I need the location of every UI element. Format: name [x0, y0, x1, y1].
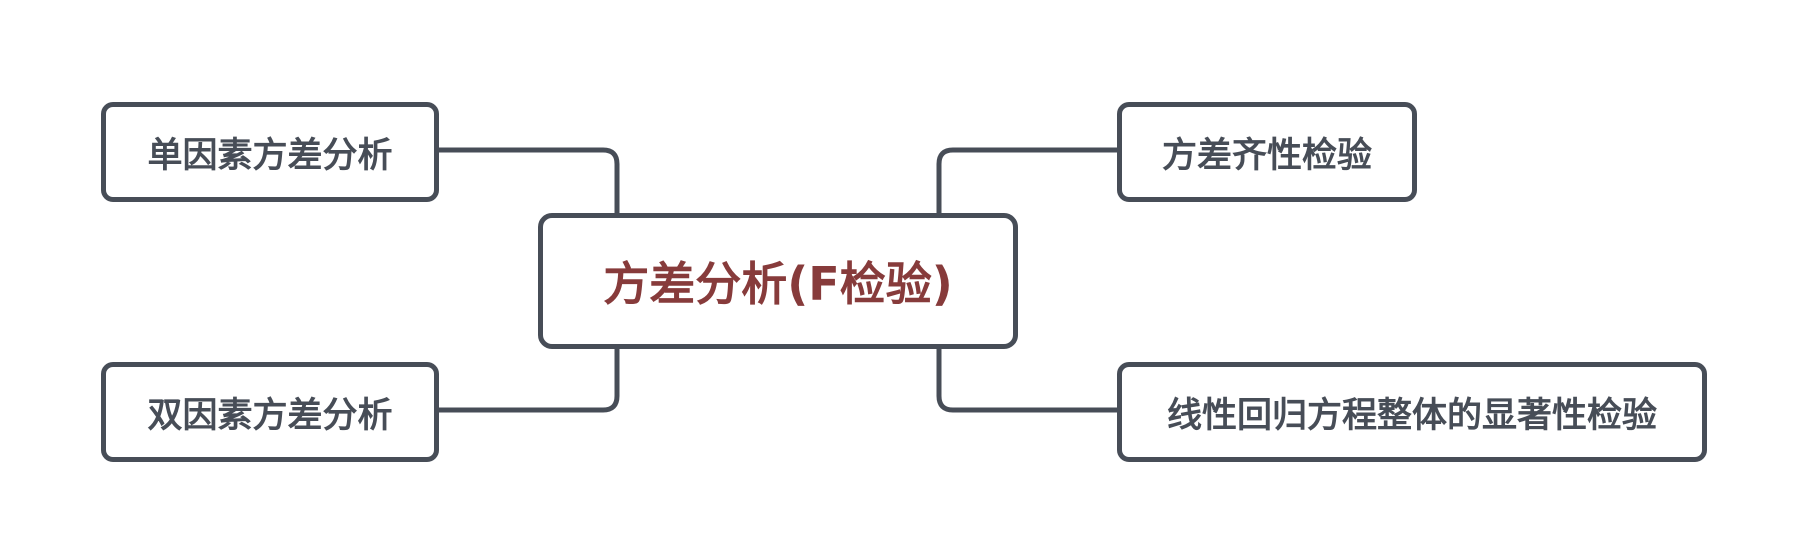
- connector-root-to-regression: [936, 346, 1123, 413]
- connector-root-to-homogeneity: [936, 147, 1123, 218]
- branch-label-homogeneity-test: 方差齐性检验: [1161, 135, 1372, 176]
- branch-node-two-factor-anova[interactable]: 双因素方差分析: [101, 362, 439, 462]
- branch-label-regression-significance-test: 线性回归方程整体的显著性检验: [1166, 395, 1657, 436]
- connector-root-to-two-factor: [433, 346, 620, 413]
- connector-root-to-single-factor: [433, 147, 620, 218]
- root-label: 方差分析(F检验): [603, 257, 953, 311]
- branch-label-two-factor-anova: 双因素方差分析: [147, 395, 393, 436]
- branch-node-single-factor-anova[interactable]: 单因素方差分析: [101, 102, 439, 202]
- branch-label-single-factor-anova: 单因素方差分析: [147, 135, 393, 176]
- root-node-anova-f-test[interactable]: 方差分析(F检验): [538, 213, 1018, 349]
- branch-node-homogeneity-test[interactable]: 方差齐性检验: [1117, 102, 1417, 202]
- branch-node-regression-significance-test[interactable]: 线性回归方程整体的显著性检验: [1117, 362, 1707, 462]
